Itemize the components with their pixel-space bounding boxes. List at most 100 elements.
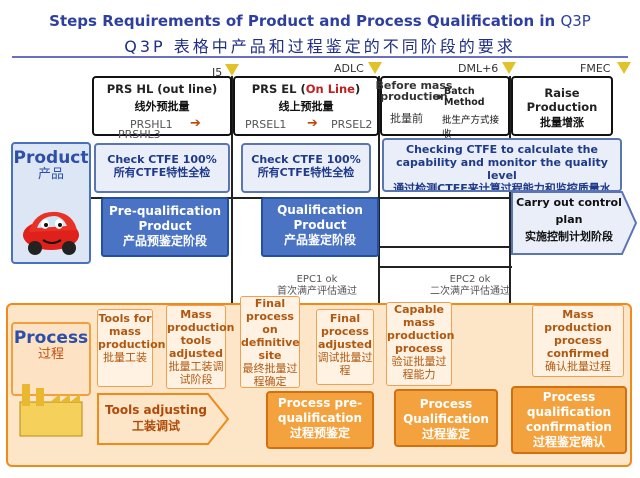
milestone-dml: DML+6 (458, 62, 499, 75)
mass-tools-adjusted-cn: 批量工装调试阶段 (168, 360, 224, 386)
process-qual-cn: 过程鉴定 (421, 427, 470, 441)
milestone-fmec: FMEC (580, 62, 611, 75)
product-line-mid (378, 246, 512, 248)
qual-product-en: Qualification Product (277, 203, 363, 232)
tools-mass-box: Tools for mass production 批量工装 (97, 309, 166, 387)
process-panel: Process 过程 (11, 322, 91, 396)
epc1-cn: 首次满产评估通过 (277, 286, 357, 297)
tools-adjusting-en: Tools adjusting (105, 403, 207, 417)
phase-before-mass: Before mass production ➔ Batch Method 批量… (376, 76, 510, 140)
milestone-fmec-marker (617, 62, 631, 74)
epc1-label: EPC1 ok 首次满产评估通过 (262, 274, 372, 298)
prs-el-label-a: PRS EL ( (251, 82, 306, 96)
tools-adjusting-box: Tools adjusting 工装调试 (100, 402, 212, 434)
process-prequal-cn: 过程预鉴定 (289, 426, 350, 440)
capable-process-cn: 验证批量过程能力 (391, 355, 447, 381)
qual-product-box: Qualification Product 产品鉴定阶段 (261, 197, 379, 257)
process-prequal-en: Process pre-qualification (277, 396, 363, 425)
phase-prs-el-cn: 线上预批量 (278, 100, 334, 113)
milestone-j5: J5 (212, 66, 223, 79)
milestone-adlc-line (378, 76, 380, 438)
epc2-label: EPC2 ok 二次满产评估通过 (412, 274, 528, 298)
capable-process-box: Capable mass production process 验证批量过程能力 (386, 302, 455, 386)
phase-prs-el: PRS EL (On Line) 线上预批量 PRSEL1 ➔ PRSEL2 (233, 76, 379, 136)
phase-prs-hl-cn: 线外预批量 (134, 100, 190, 113)
prsel-arrow-icon: ➔ (307, 116, 318, 131)
milestone-dml-marker (502, 62, 516, 74)
final-adjusted-en: Final process adjusted (317, 312, 373, 351)
ctfe-box-2-cn: 所有CTFE特性全检 (257, 166, 355, 179)
process-qual-confirm-box: Process qualification confirmation 过程鉴定确… (511, 386, 627, 454)
milestone-adlc-marker (368, 62, 382, 74)
product-panel: Product 产品 (11, 142, 91, 264)
batch-method-cn: 批生产方式接收 (442, 115, 500, 140)
process-prequal-box: Process pre-qualification 过程预鉴定 (266, 391, 374, 449)
process-side-cn: 过程 (37, 347, 64, 362)
phase-before-mass-cn: 批量前 (390, 112, 423, 125)
epc2-en: EPC2 ok (449, 274, 491, 285)
batch-method-label: Batch Method (444, 86, 485, 108)
prshl-arrow-icon: ➔ (190, 116, 201, 131)
final-site-box: Final process on definitive site 最终批量过程确… (240, 296, 300, 388)
final-site-en: Final process on definitive site (241, 297, 300, 362)
product-side-label: Product (13, 148, 89, 168)
milestone-dml-line (509, 76, 511, 438)
ctfe-box-1-en: Check CTFE 100% (107, 153, 217, 166)
phase-raise: Raise Production 批量增涨 (511, 76, 613, 136)
product-line-low (378, 266, 512, 268)
phase-prs-hl-label: PRS HL (out line) (106, 82, 218, 96)
milestone-j5-line (231, 76, 233, 438)
prshl1-label: PRSHL1 (130, 118, 173, 131)
car-icon (23, 211, 79, 255)
phase-prs-el-label: PRS EL (On Line) (235, 82, 377, 96)
process-confirmed-cn: 确认批量过程 (545, 360, 611, 373)
process-qual-confirm-cn: 过程鉴定确认 (532, 435, 605, 449)
phase-raise-label: Raise Production (526, 86, 598, 114)
tools-adjusting-arrow (97, 393, 230, 445)
title-q3p: Q3P (560, 12, 591, 30)
final-adjusted-cn: 调试批量过程 (317, 351, 373, 377)
process-side-label: Process (13, 328, 89, 348)
prshl3-label: PRSHL3 (118, 128, 161, 141)
final-adjusted-box: Final process adjusted 调试批量过程 (316, 309, 374, 385)
tools-adjusting-cn: 工装调试 (131, 419, 180, 433)
mass-tools-adjusted-box: Mass production tools adjusted 批量工装调试阶段 (166, 305, 235, 389)
ctfe-box-2: Check CTFE 100% 所有CTFE特性全检 (241, 143, 371, 193)
process-confirmed-en: Mass production process confirmed (544, 308, 612, 360)
ctfe-box-3-en: Checking CTFE to calculate the capabilit… (396, 143, 608, 182)
final-site-cn: 最终批量过程确定 (242, 362, 298, 388)
ctfe-box-1: Check CTFE 100% 所有CTFE特性全检 (94, 143, 230, 193)
prsel1-label: PRSEL1 (245, 118, 287, 131)
process-qual-box: Process Qualification 过程鉴定 (394, 389, 498, 447)
mass-tools-adjusted-en: Mass production tools adjusted (167, 308, 235, 360)
tools-mass-en: Tools for mass production (98, 312, 166, 351)
prsel2-label: PRSEL2 (331, 118, 373, 131)
control-plan-arrow (511, 191, 638, 255)
prequal-product-box: Pre-qualification Product 产品预鉴定阶段 (101, 197, 229, 257)
prs-el-label-c: ) (354, 82, 361, 96)
control-plan-box: Carry out control plan 实施控制计划阶段 (514, 194, 624, 245)
milestone-adlc: ADLC (334, 62, 364, 75)
tools-mass-cn: 批量工装 (103, 351, 147, 364)
phase-prs-hl: PRS HL (out line) 线外预批量 PRSHL1 ➔ (92, 76, 232, 136)
prs-el-online: On Line (305, 82, 355, 96)
batch-arrow-icon: ➔ (434, 92, 443, 103)
control-plan-cn: 实施控制计划阶段 (525, 230, 613, 243)
ctfe-box-2-en: Check CTFE 100% (251, 153, 361, 166)
process-qual-confirm-en: Process qualification confirmation (526, 390, 612, 434)
phase-before-mass-label: Before mass production (375, 79, 453, 103)
process-confirmed-box: Mass production process confirmed 确认批量过程 (532, 305, 624, 377)
title-cn: Q3P 表格中产品和过程鉴定的不同阶段的要求 (124, 37, 516, 56)
qual-product-cn: 产品鉴定阶段 (283, 233, 356, 247)
phase-raise-cn: 批量增涨 (540, 116, 584, 129)
factory-icon (19, 384, 83, 437)
epc1-en: EPC1 ok (296, 274, 338, 285)
title-en-main: Steps Requirements of Product and Proces… (49, 12, 561, 30)
ctfe-box-3-cn: 通过检测CTFE来计算过程能力和监控质量水平 (393, 182, 611, 192)
prequal-product-en: Pre-qualification Product (108, 204, 222, 233)
title-en: Steps Requirements of Product and Proces… (0, 12, 640, 30)
ctfe-box-1-cn: 所有CTFE特性全检 (113, 166, 211, 179)
capable-process-en: Capable mass production process (387, 303, 455, 355)
epc2-cn: 二次满产评估通过 (430, 286, 510, 297)
prequal-product-cn: 产品预鉴定阶段 (122, 234, 207, 248)
